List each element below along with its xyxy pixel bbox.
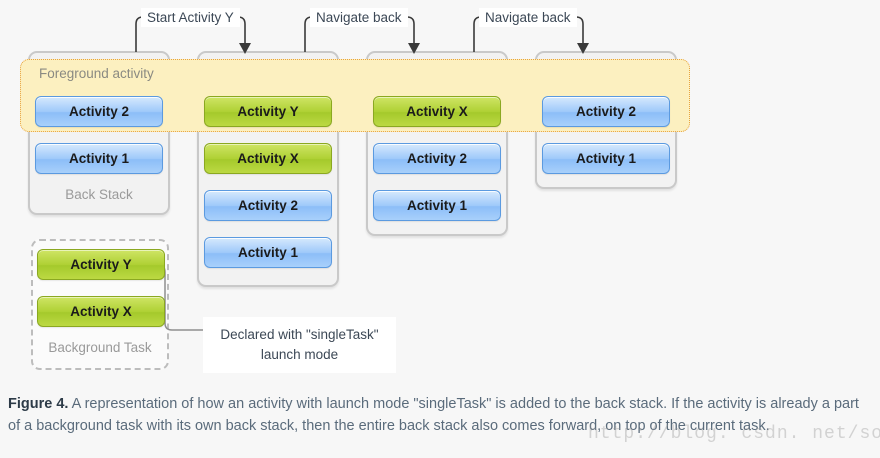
watermark: http://blog. csdn. net/sodino <box>588 424 880 444</box>
figure-caption-text: A representation of how an activity with… <box>8 396 859 434</box>
annotation-line-2: launch mode <box>260 347 339 362</box>
connector-2-right <box>406 16 415 44</box>
activity-block-s3-2[interactable]: Activity 1 <box>373 190 501 221</box>
activity-block-bg-1[interactable]: Activity X <box>37 296 165 327</box>
activity-block-s4-0[interactable]: Activity 2 <box>542 96 670 127</box>
activity-block-s1-1[interactable]: Activity 1 <box>35 143 163 174</box>
activity-block-s3-0[interactable]: Activity X <box>373 96 501 127</box>
diagram-canvas: Start Activity Y Navigate back Navigate … <box>20 8 690 373</box>
activity-block-s2-1[interactable]: Activity X <box>204 143 332 174</box>
stack-caption-back-stack: Back Stack <box>65 187 133 202</box>
activity-block-s2-3[interactable]: Activity 1 <box>204 237 332 268</box>
activity-block-bg-0[interactable]: Activity Y <box>37 249 165 280</box>
activity-block-s2-2[interactable]: Activity 2 <box>204 190 332 221</box>
transition-label-start-activity-y: Start Activity Y <box>141 8 240 27</box>
activity-block-s1-0[interactable]: Activity 2 <box>35 96 163 127</box>
connector-3-right <box>575 16 584 44</box>
figure-label: Figure 4. <box>8 396 69 412</box>
foreground-activity-label: Foreground activity <box>39 66 154 81</box>
activity-block-s3-1[interactable]: Activity 2 <box>373 143 501 174</box>
annotation-line-1: Declared with "singleTask" <box>220 327 379 342</box>
transition-label-navigate-back-2: Navigate back <box>479 8 577 27</box>
annotation-callout: Declared with "singleTask" launch mode <box>203 317 396 373</box>
activity-block-s4-1[interactable]: Activity 1 <box>542 143 670 174</box>
stack-caption-background-task: Background Task <box>48 340 152 355</box>
transition-label-navigate-back-1: Navigate back <box>310 8 408 27</box>
activity-block-s2-0[interactable]: Activity Y <box>204 96 332 127</box>
figure-caption: Figure 4. A representation of how an act… <box>8 393 872 437</box>
